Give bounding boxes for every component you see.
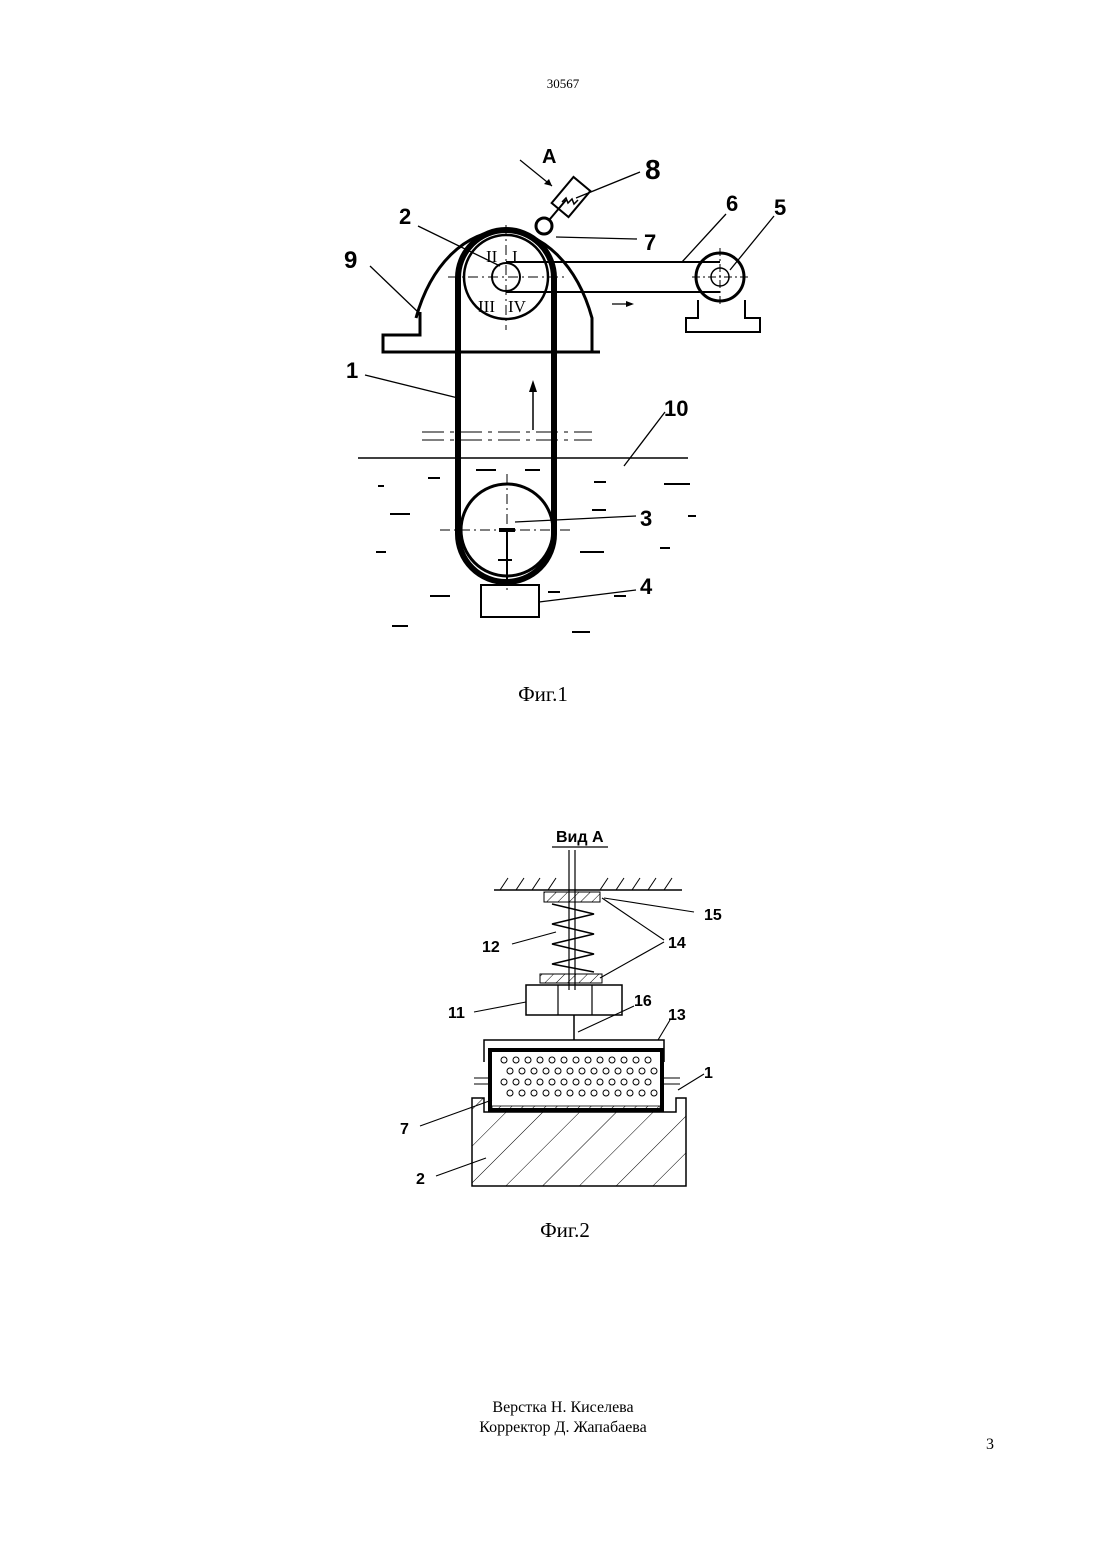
label-8: 8 bbox=[645, 154, 661, 185]
figure-2-drawing: Вид А bbox=[380, 820, 740, 1210]
quadrant-iii: III bbox=[478, 297, 495, 316]
label-1: 1 bbox=[704, 1065, 713, 1082]
document-number: 30567 bbox=[0, 76, 1100, 92]
credits: Верстка Н. Киселева Корректор Д. Жапабае… bbox=[0, 1398, 1100, 1438]
label-6: 6 bbox=[726, 191, 738, 216]
label-9: 9 bbox=[344, 247, 357, 274]
brush-holder bbox=[490, 1050, 662, 1110]
label-15: 15 bbox=[704, 907, 722, 924]
page-number: 3 bbox=[986, 1436, 994, 1454]
clamp-block bbox=[526, 985, 622, 1015]
figure-1-drawing: А 8 2 9 7 6 5 1 10 3 4 II I III IV bbox=[330, 140, 800, 680]
figure-2-caption: Фиг.2 bbox=[522, 1218, 608, 1243]
spring bbox=[552, 904, 594, 972]
layout-credit: Верстка Н. Киселева bbox=[0, 1398, 1100, 1418]
label-11: 11 bbox=[448, 1005, 465, 1022]
scraper bbox=[536, 218, 552, 234]
label-1: 1 bbox=[346, 358, 358, 383]
quadrant-iv: IV bbox=[508, 297, 527, 316]
quadrant-ii: II bbox=[486, 247, 498, 266]
label-4: 4 bbox=[640, 574, 653, 599]
motor-base bbox=[686, 300, 760, 332]
view-a-title: Вид А bbox=[556, 829, 604, 846]
label-12: 12 bbox=[482, 939, 500, 956]
quadrant-i: I bbox=[512, 247, 518, 266]
label-2: 2 bbox=[416, 1171, 425, 1188]
label-5: 5 bbox=[774, 195, 786, 220]
label-7: 7 bbox=[644, 230, 656, 255]
tension-weight bbox=[481, 585, 539, 617]
label-16: 16 bbox=[634, 993, 652, 1010]
label-13: 13 bbox=[668, 1007, 686, 1024]
figure-1-caption: Фиг.1 bbox=[500, 682, 586, 707]
view-a-marker: А bbox=[542, 146, 556, 168]
label-10: 10 bbox=[664, 396, 688, 421]
label-3: 3 bbox=[640, 506, 652, 531]
label-2: 2 bbox=[399, 204, 411, 229]
label-14: 14 bbox=[668, 935, 686, 952]
proofreader-credit: Корректор Д. Жапабаева bbox=[0, 1418, 1100, 1438]
label-7: 7 bbox=[400, 1121, 409, 1138]
